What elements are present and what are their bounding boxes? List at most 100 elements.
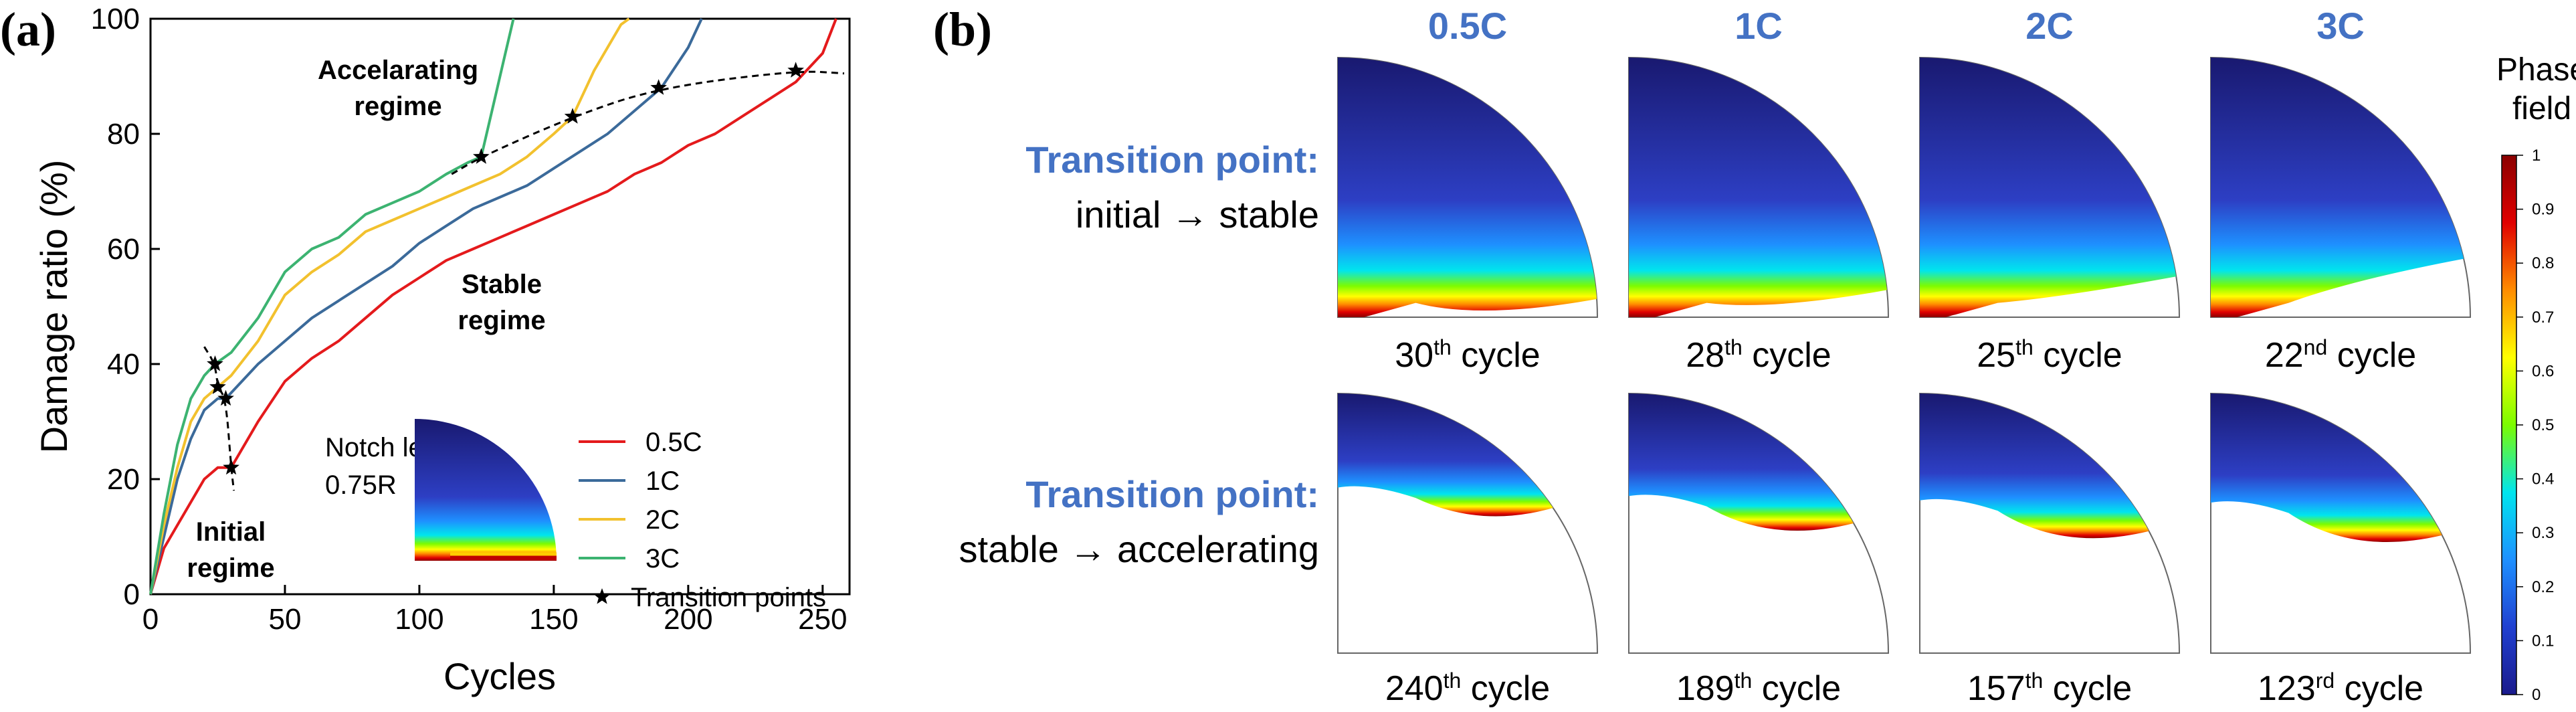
rate-header-1C: 1C	[1735, 5, 1783, 47]
colorbar-tick-label: 0.5	[2532, 416, 2554, 434]
transition-point-marker	[217, 389, 234, 406]
chart-a-plot-frame	[149, 17, 851, 596]
cycle-label: 22nd cycle	[2265, 335, 2416, 375]
y-tick-label: 60	[107, 233, 140, 266]
y-tick-label: 80	[107, 118, 140, 151]
cycle-word: cycle	[1752, 669, 1841, 708]
phase-field-row2-0.5C	[1337, 392, 1599, 654]
cycle-number: 123	[2258, 669, 2316, 708]
row2-description: Transition point: stable → accelerating	[959, 473, 1319, 570]
phase-field-row1-1C	[1628, 56, 1890, 318]
legend-label-3C: 3C	[646, 544, 680, 573]
transition-points	[207, 62, 804, 475]
transition-point-marker	[564, 108, 581, 124]
colorbar: Phase field 00.10.20.30.40.50.60.70.80.9…	[2496, 52, 2576, 704]
phase-field-row1-2C-damage-field	[1920, 58, 2177, 317]
cycle-number: 25	[1977, 336, 2015, 375]
cycle-ordinal: th	[1444, 669, 1462, 693]
transition-point-marker	[650, 79, 667, 95]
cycle-ordinal: rd	[2316, 669, 2335, 693]
phase-field-row2-0.5C-damage-field	[1338, 393, 1553, 517]
cycle-label: 189th cycle	[1676, 669, 1841, 708]
row2-title: Transition point:	[1025, 473, 1319, 515]
colorbar-tick-label: 0.1	[2532, 632, 2554, 650]
annotation-stable: Stable regime	[458, 270, 545, 335]
cycle-ordinal: nd	[2304, 335, 2328, 359]
series-line-0.5C	[149, 18, 837, 595]
cycle-label: 240th cycle	[1385, 669, 1550, 708]
colorbar-tick-label: 0.6	[2532, 362, 2554, 380]
y-axis-label: Damage ratio (%)	[33, 160, 75, 454]
colorbar-tick-label: 0.2	[2532, 578, 2554, 596]
cycle-number: 30	[1395, 336, 1433, 375]
cycle-label: 157th cycle	[1967, 669, 2132, 708]
annotation-initial: Initial regime	[187, 517, 274, 583]
row2-subtitle: stable → accelerating	[959, 528, 1319, 570]
cycle-number: 189	[1676, 669, 1735, 708]
y-tick-label: 0	[124, 578, 140, 611]
inset-phase-field	[415, 419, 557, 561]
colorbar-tick-label: 0	[2532, 686, 2541, 704]
annotation-accelerating-line2: regime	[354, 92, 441, 121]
phase-field-row1-0.5C-damage-field	[1338, 57, 1597, 317]
colorbar-ticks: 00.10.20.30.40.50.60.70.80.91	[2516, 147, 2554, 704]
colorbar-title-line2: field	[2512, 91, 2571, 126]
cycle-word: cycle	[2034, 336, 2122, 375]
transition-point-marker	[473, 148, 490, 164]
x-tick-label: 100	[395, 603, 443, 636]
rate-header-2C: 2C	[2025, 5, 2074, 47]
x-tick-label: 50	[268, 603, 301, 636]
annotation-stable-line1: Stable	[462, 270, 542, 299]
phase-field-row1-0.5C	[1337, 56, 1599, 318]
cycle-ordinal: th	[1724, 335, 1743, 359]
phase-field-row2-3C-damage-field	[2211, 393, 2442, 542]
y-tick-label: 100	[91, 3, 140, 35]
legend-label-2C: 2C	[646, 505, 680, 535]
colorbar-tick-label: 1	[2532, 147, 2541, 165]
x-axis-label: Cycles	[443, 655, 556, 697]
phase-field-row1-3C-damage-field	[2211, 58, 2464, 317]
annotation-accelerating: Accelarating regime	[318, 56, 478, 121]
legend-label-0.5C: 0.5C	[646, 428, 702, 457]
phase-field-row2-1C	[1628, 392, 1890, 654]
legend: 0.5C 1C 2C 3C Transition points	[579, 428, 826, 612]
colorbar-tick-label: 0.8	[2532, 254, 2554, 272]
colorbar-tick-label: 0.4	[2532, 470, 2554, 488]
row1-description: Transition point: initial → stable	[1025, 139, 1319, 236]
cycle-label: 25th cycle	[1977, 335, 2122, 375]
transition-point-marker	[209, 378, 226, 394]
row1-title: Transition point:	[1025, 139, 1319, 181]
cycle-word: cycle	[2043, 669, 2132, 708]
cycle-label: 28th cycle	[1686, 335, 1831, 375]
cycle-word: cycle	[2335, 669, 2423, 708]
colorbar-tick-label: 0.3	[2532, 524, 2554, 542]
cycle-ordinal: th	[2025, 669, 2044, 693]
cycle-label: 30th cycle	[1395, 335, 1540, 375]
cycle-word: cycle	[1461, 669, 1550, 708]
row1-subtitle: initial → stable	[1076, 193, 1319, 236]
legend-star-icon	[593, 588, 611, 604]
cycle-ordinal: th	[2015, 335, 2034, 359]
transition-trend-accelerating	[451, 70, 845, 175]
series-lines	[149, 17, 837, 595]
x-tick-label: 250	[798, 603, 847, 636]
phase-field-row2-2C-damage-field	[1920, 393, 2149, 539]
panel-b-label: (b)	[933, 3, 992, 56]
transition-trend-initial	[203, 346, 235, 491]
cycle-number: 28	[1686, 336, 1724, 375]
legend-label-transition-points: Transition points	[631, 583, 826, 612]
colorbar-title-line1: Phase	[2496, 52, 2576, 88]
rate-header-3C: 3C	[2316, 5, 2365, 47]
annotation-initial-line1: Initial	[196, 517, 266, 547]
cycle-number: 157	[1967, 669, 2025, 708]
annotation-initial-line2: regime	[187, 553, 274, 583]
x-tick-label: 150	[529, 603, 578, 636]
cycle-label: 123rd cycle	[2258, 669, 2423, 708]
series-line-1C	[149, 18, 703, 595]
legend-label-1C: 1C	[646, 466, 680, 496]
